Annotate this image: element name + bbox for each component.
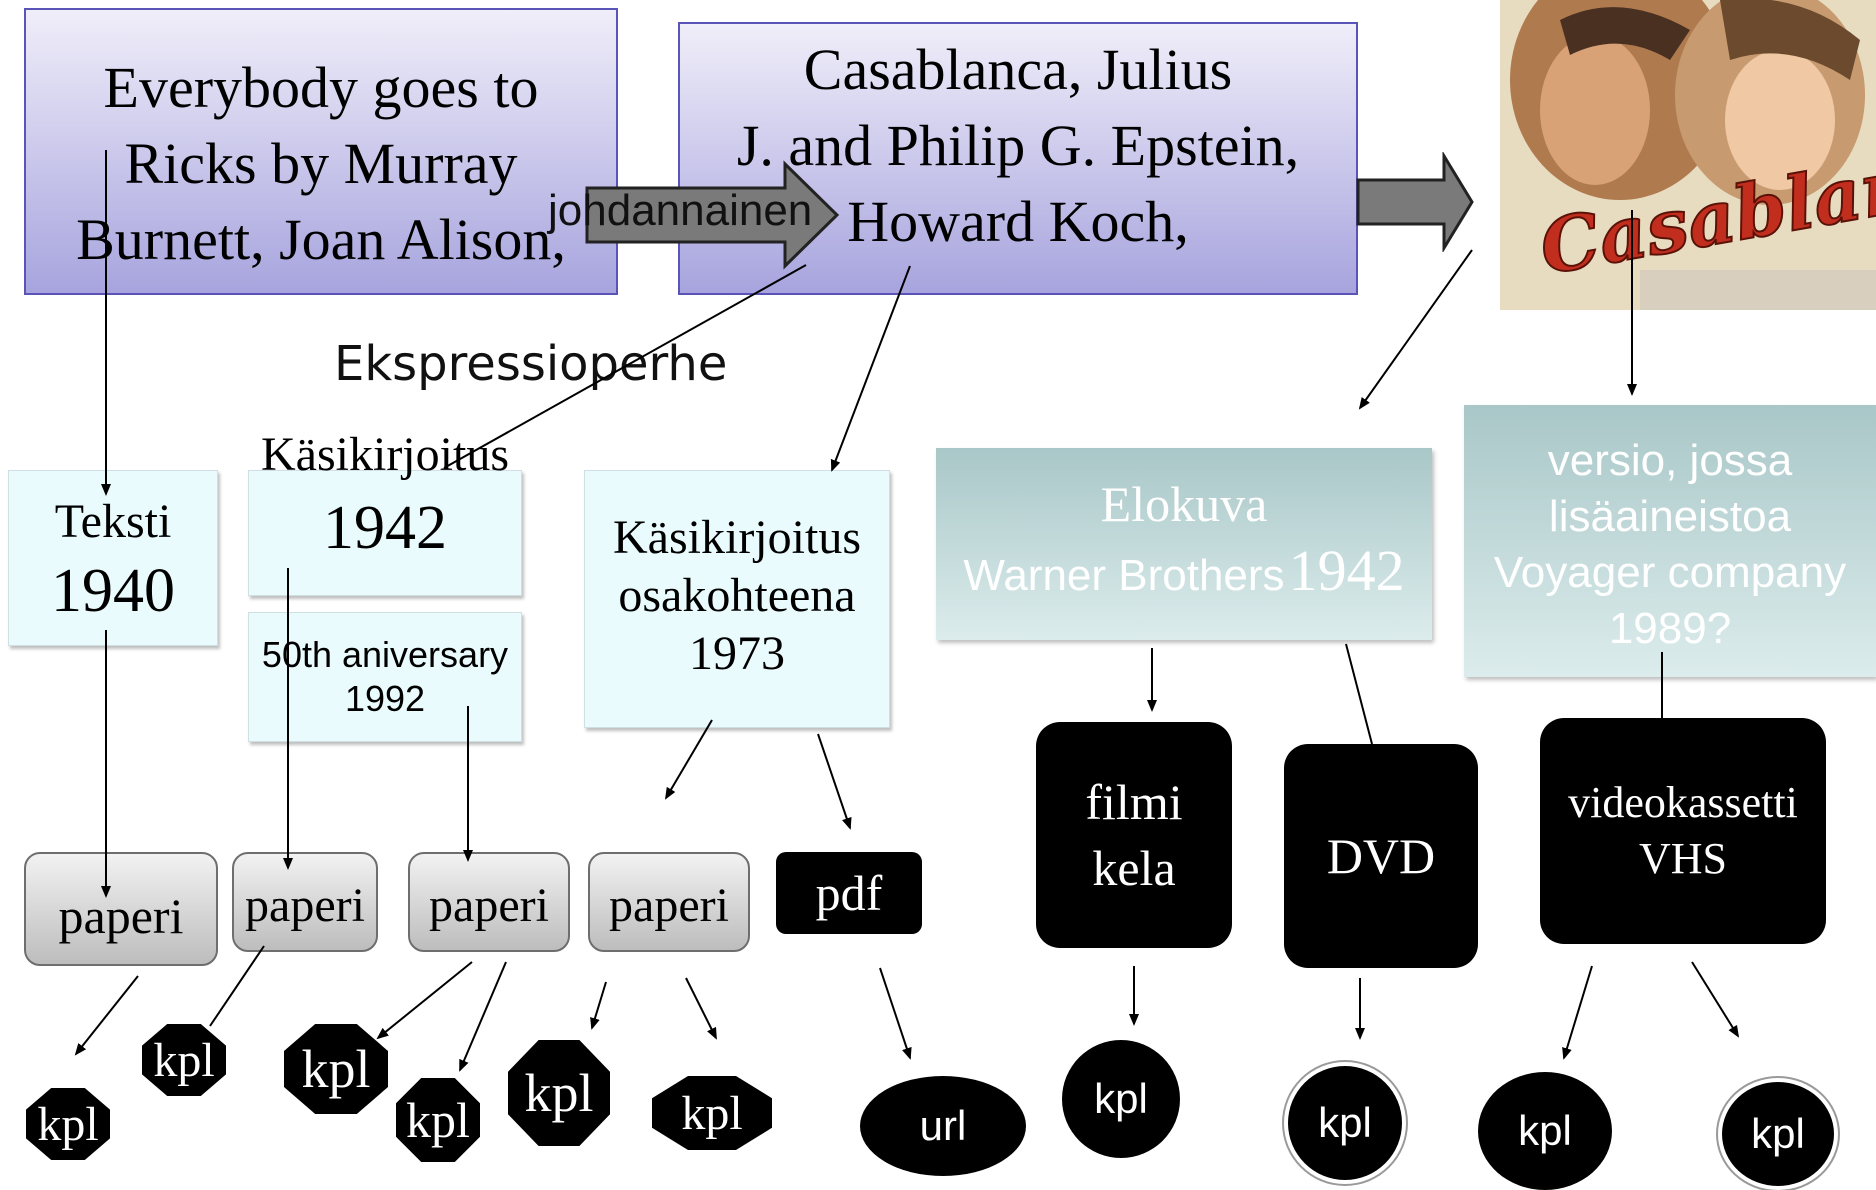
expression-manuscript-box: 1942 xyxy=(248,470,522,596)
item-kpl-film: kpl xyxy=(1062,1040,1180,1158)
expression-anniversary-year: 1992 xyxy=(344,678,426,719)
poster-art-icon: Casablanca xyxy=(1500,0,1876,310)
manifestation-paper-2: paperi xyxy=(232,852,378,952)
expression-film-year: 1942 xyxy=(1288,538,1405,603)
manifestation-dvd: DVD xyxy=(1284,744,1478,968)
expression-film-line2: Warner Brothers 1942 xyxy=(936,536,1432,621)
casablanca-poster: Casablanca xyxy=(1500,0,1876,310)
expression-version-box: versio, jossa lisäaineistoa Voyager comp… xyxy=(1464,405,1876,677)
expression-anniversary-box: 50th aniversary 1992 xyxy=(248,612,522,742)
vhs-line2: VHS xyxy=(1638,834,1728,883)
item-kpl-5: kpl xyxy=(508,1040,610,1146)
work-source-line2: Ricks by Murray xyxy=(124,131,518,196)
dvd-label: DVD xyxy=(1326,828,1436,884)
manifestation-paper-3: paperi xyxy=(408,852,570,952)
work-screenplay-line3: Howard Koch, xyxy=(847,189,1189,254)
expression-text-year: 1940 xyxy=(51,557,175,625)
work-source-line3: Burnett, Joan Alison, xyxy=(76,207,566,272)
expression-anniversary-title: 50th aniversary xyxy=(261,634,509,675)
film-reel-line1: filmi xyxy=(1085,774,1183,830)
expression-film-type: Elokuva xyxy=(1100,476,1268,532)
item-kpl-2: kpl xyxy=(142,1024,226,1096)
manifestation-paper-1: paperi xyxy=(24,852,218,966)
expression-text-box: Teksti 1940 xyxy=(8,470,218,646)
work-source-line1: Everybody goes to xyxy=(103,55,539,120)
expression-version-line2: lisäaineistoa xyxy=(1548,492,1792,541)
work-screenplay-line2: J. and Philip G. Epstein, xyxy=(736,113,1300,178)
item-kpl-vhs-1: kpl xyxy=(1478,1072,1612,1190)
manifestation-paper-4: paperi xyxy=(588,852,750,952)
expression-parts-line1: Käsikirjoitus xyxy=(613,511,861,564)
expression-version-line4: 1989? xyxy=(1608,604,1732,653)
expression-film-studio: Warner Brothers xyxy=(963,551,1285,600)
item-kpl-4: kpl xyxy=(396,1078,480,1162)
expression-text-type: Teksti xyxy=(54,495,172,548)
expression-parts-year: 1973 xyxy=(689,627,785,680)
vhs-line1: videokassetti xyxy=(1568,778,1798,827)
manifestation-pdf-label: pdf xyxy=(815,865,883,921)
work-source-box: Everybody goes to Ricks by Murray Burnet… xyxy=(24,8,618,295)
item-kpl-6: kpl xyxy=(652,1076,772,1150)
film-reel-line2: kela xyxy=(1092,840,1176,896)
item-kpl-3: kpl xyxy=(284,1024,388,1114)
expression-manuscript-year: 1942 xyxy=(323,494,447,562)
item-kpl-1: kpl xyxy=(26,1088,110,1160)
to-poster-arrow xyxy=(1356,152,1474,252)
expression-version-line3: Voyager company xyxy=(1493,548,1847,597)
expression-film-box: Elokuva Warner Brothers 1942 xyxy=(936,448,1432,640)
expression-manuscript-title: Käsikirjoitus xyxy=(261,428,509,481)
expression-parts-line2: osakohteena xyxy=(618,569,856,622)
expression-version-line1: versio, jossa xyxy=(1547,436,1793,485)
expression-family-label: Ekspressioperhe xyxy=(334,336,728,392)
item-kpl-vhs-2: kpl xyxy=(1722,1082,1834,1186)
manifestation-pdf: pdf xyxy=(776,852,922,934)
manifestation-vhs: videokassetti VHS xyxy=(1540,718,1826,944)
item-kpl-dvd: kpl xyxy=(1288,1066,1402,1180)
expression-manuscript-parts-box: Käsikirjoitus osakohteena 1973 xyxy=(584,470,890,728)
derivative-label: johdannainen xyxy=(548,186,813,235)
manifestation-film-reel: filmi kela xyxy=(1036,722,1232,948)
item-url: url xyxy=(860,1076,1026,1176)
derivative-arrow xyxy=(585,160,840,270)
work-screenplay-line1: Casablanca, Julius xyxy=(803,37,1233,102)
